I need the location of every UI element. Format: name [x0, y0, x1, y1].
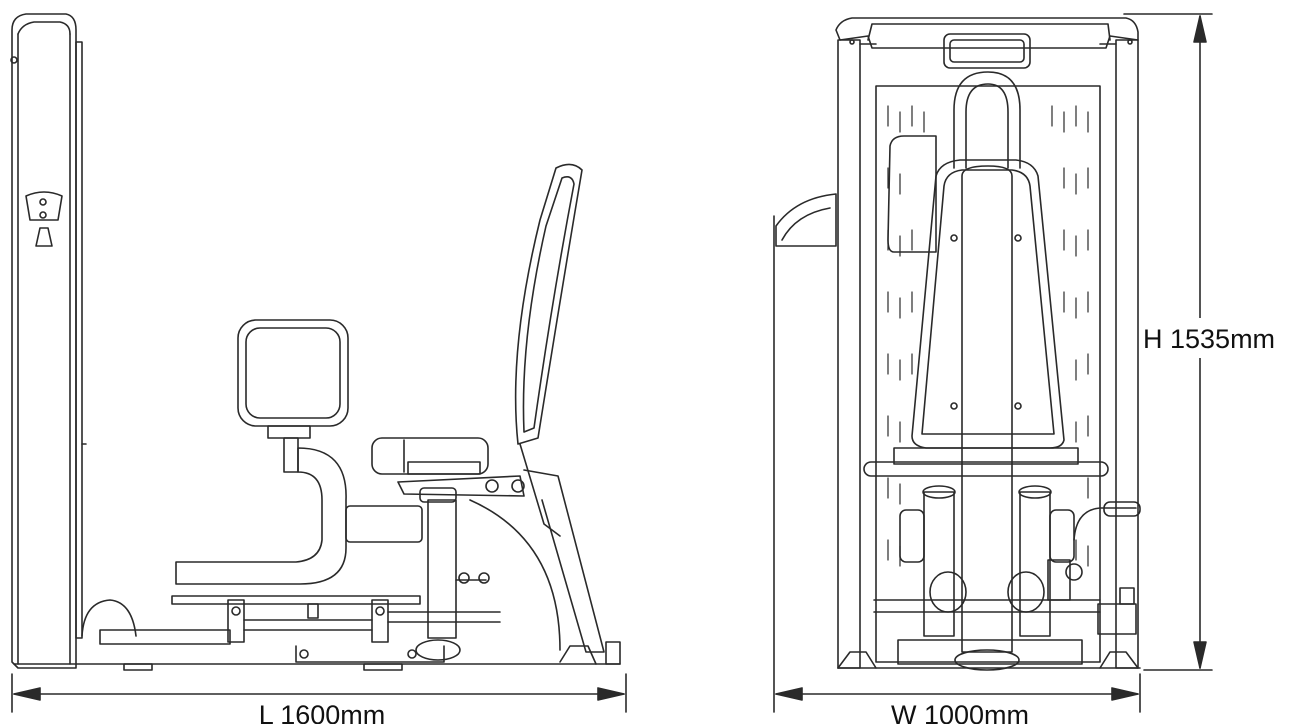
selector-handle — [25, 191, 63, 247]
thigh-pad — [175, 319, 349, 585]
side-view — [10, 13, 621, 671]
seat-cushion — [371, 437, 525, 497]
width-label: W 1000mm — [891, 700, 1029, 724]
front-view — [775, 17, 1141, 671]
side-frame-column — [10, 13, 87, 669]
width-dimension — [773, 215, 1141, 713]
height-label: H 1535mm — [1143, 324, 1275, 354]
length-label: L 1600mm — [259, 700, 386, 724]
shroud-slots — [887, 105, 1089, 567]
length-dimension — [11, 673, 627, 713]
back-rest — [514, 163, 583, 537]
